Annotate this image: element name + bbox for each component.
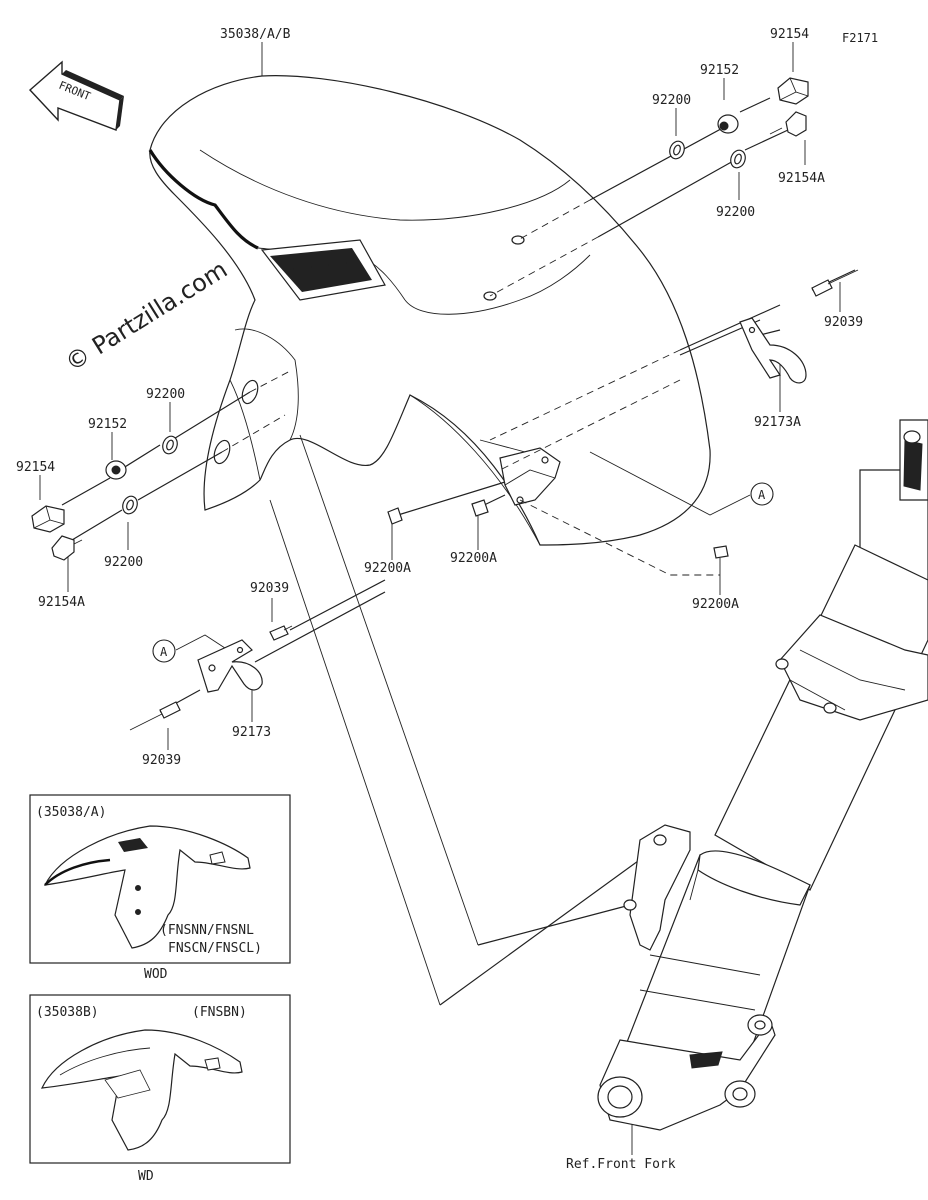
inset-b-header: (35038B) <box>36 1005 99 1020</box>
ref-a-right: A <box>750 482 774 506</box>
callout-clip-a1: 92200A <box>364 561 411 576</box>
callout-clamp-right: 92173A <box>754 415 801 430</box>
callout-clip-a2: 92200A <box>450 551 497 566</box>
bolt-icon <box>777 77 809 105</box>
clamp-icon <box>739 317 807 384</box>
clip-icon <box>387 507 403 525</box>
clip-icon <box>471 499 489 517</box>
leader-fork-lower <box>477 904 631 946</box>
inset-a-color-code: WOD <box>144 967 168 982</box>
inset-a: (35038/A) (FNSNN/FNSNL FNSCN/FNSCL) <box>29 794 291 964</box>
callout-rivet-left-bottom: 92039 <box>142 753 181 768</box>
callout-washer-top-left: 92200 <box>652 93 691 108</box>
washer-icon <box>162 435 178 455</box>
clamp-icon <box>197 639 263 693</box>
diagram-code: F2171 <box>842 31 878 45</box>
inset-b-color-code: WD <box>138 1169 154 1184</box>
inset-a-fender <box>43 825 251 949</box>
ref-front-fork-label: Ref.Front Fork <box>566 1157 676 1172</box>
front-fork <box>597 419 928 1131</box>
washer-icon <box>122 495 138 515</box>
callout-fender: 35038/A/B <box>220 27 291 42</box>
leader-fork-upper <box>439 844 661 1006</box>
inset-a-note-line1: (FNSNN/FNSNL <box>160 923 254 938</box>
front-fender <box>148 75 711 1006</box>
clip-icon <box>713 545 729 559</box>
callout-clamp-left: 92173 <box>232 725 271 740</box>
inset-b: (35038B) (FNSBN) <box>29 994 291 1164</box>
svg-text:A: A <box>758 488 766 502</box>
rivet-icon <box>129 701 181 731</box>
callout-collar-left: 92152 <box>88 417 127 432</box>
callout-clip-a3: 92200A <box>692 597 739 612</box>
callout-bolt-top-a: 92154A <box>778 171 825 186</box>
callout-washer-top-right: 92200 <box>716 205 755 220</box>
callout-collar-top: 92152 <box>700 63 739 78</box>
rivet-icon <box>269 625 293 641</box>
collar-icon <box>717 114 739 134</box>
callout-rivet-right: 92039 <box>824 315 863 330</box>
front-arrow-icon: FRONT <box>28 60 124 131</box>
svg-text:A: A <box>160 645 168 659</box>
flange-bolt-icon <box>769 111 807 137</box>
callout-washer-left-top: 92200 <box>146 387 185 402</box>
callout-bolt-left: 92154 <box>16 460 55 475</box>
inset-b-model: (FNSBN) <box>192 1005 247 1020</box>
washer-icon <box>669 140 685 160</box>
washer-icon <box>730 149 746 169</box>
hardware <box>31 77 859 731</box>
callout-rivet-left-top: 92039 <box>250 581 289 596</box>
inset-b-fender <box>41 1029 243 1151</box>
bolt-icon <box>31 505 65 533</box>
collar-icon <box>105 460 127 480</box>
ref-a-left: A <box>152 639 176 663</box>
flange-bolt-icon <box>51 535 83 561</box>
callout-washer-left-bottom: 92200 <box>104 555 143 570</box>
inset-a-header: (35038/A) <box>36 805 106 820</box>
callout-bolt-top: 92154 <box>770 27 809 42</box>
rivet-icon <box>811 269 859 297</box>
watermark: © Partzilla.com <box>60 255 232 377</box>
callout-labels: 35038/A/B 92154 92152 92200 92154A 92200… <box>16 27 863 1172</box>
inset-a-note-line2: FNSCN/FNSCL) <box>168 941 262 956</box>
callout-bolt-left-a: 92154A <box>38 595 85 610</box>
